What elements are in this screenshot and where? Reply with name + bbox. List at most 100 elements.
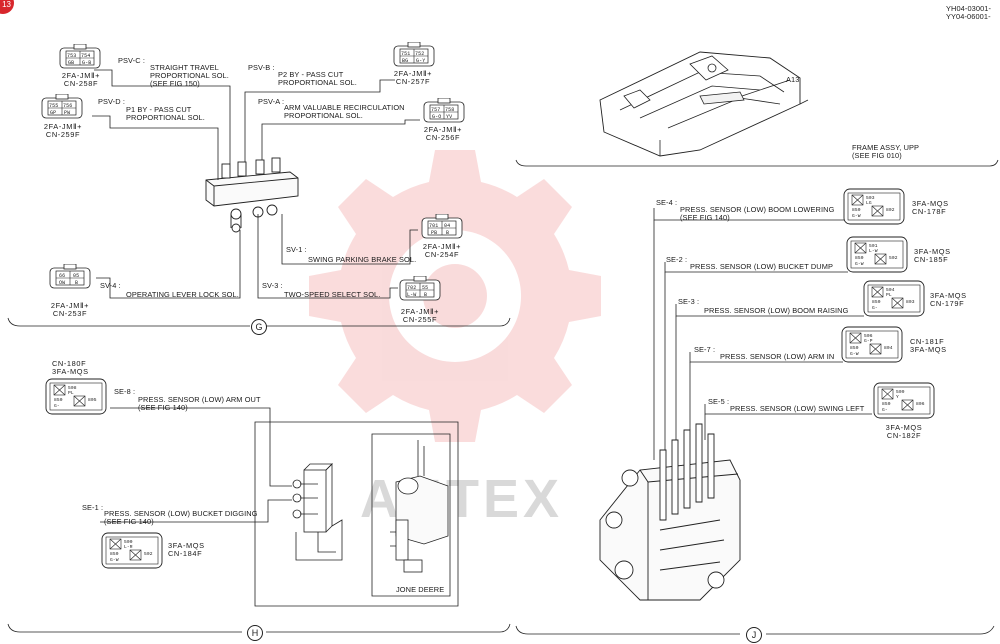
connector-psvc: 753 754 GB G-B: [58, 43, 102, 75]
pin-2: 752: [415, 51, 425, 57]
part-number: 3FA-MQS CN-185F: [914, 247, 951, 264]
pin-3: OW: [59, 280, 66, 286]
sensor-manifold: [292, 463, 343, 561]
pin-4: G-W: [852, 214, 861, 219]
part-number: 2FA-JMⅡ+ CN-255F: [400, 307, 440, 324]
frame-label: FRAME ASSY, UPP (SEE FIG 010): [852, 143, 920, 160]
pin-2: L-W: [869, 249, 878, 254]
pin-1: 500: [124, 540, 133, 545]
pin-3: 850: [110, 552, 119, 557]
pin-1: 753: [67, 53, 77, 59]
part-number: 3FA-MQS CN-184F: [168, 541, 205, 558]
pin-5: 502: [889, 256, 898, 261]
desc-label: PRESS. SENSOR (LOW) BUCKET DUMP: [690, 262, 833, 271]
sensor-connector-icon: [45, 378, 107, 415]
pin-4: B: [75, 280, 79, 286]
pin-1: 755: [49, 103, 59, 109]
watermark-text: AHTEX: [360, 469, 564, 529]
desc-label: P1 BY - PASS CUT PROPORTIONAL SOL.: [126, 105, 205, 122]
pin-3: BG: [402, 58, 409, 64]
doc-code-2: YY04-06001-: [946, 12, 991, 21]
pin-4: G-W: [850, 352, 859, 357]
engine-controller: [390, 440, 449, 573]
pin-4: G-W: [855, 262, 864, 267]
pin-4: B: [446, 230, 450, 236]
page-badge-number: 13: [2, 0, 11, 9]
part-number: 3FA-MQS CN-178F: [912, 199, 949, 216]
solenoid-valve-block: [205, 157, 299, 233]
pin-5: 803: [906, 300, 915, 305]
code-label: PSV-B :: [248, 63, 275, 72]
pin-5: 804: [884, 346, 893, 351]
sensor-connector-icon: [841, 326, 903, 363]
pin-1: 751: [401, 51, 411, 57]
frame-callout: A13: [786, 75, 800, 84]
connector-2pin-icon: [49, 264, 91, 289]
pin-2: PL: [68, 391, 74, 396]
sensor-connector-icon: [843, 188, 905, 225]
part-number: CN-180F 3FA-MQS: [52, 359, 89, 376]
pin-4: G-W: [110, 558, 119, 563]
pin-4: G-: [872, 306, 878, 311]
pin-2: LG: [866, 201, 872, 206]
pin-2: PL: [886, 293, 892, 298]
section-marker-h: H: [247, 625, 263, 641]
pin-3: GP: [50, 110, 57, 116]
desc-label: STRAIGHT TRAVEL PROPORTIONAL SOL. (SEE F…: [150, 63, 229, 88]
code-label: SE-5 :: [708, 397, 730, 406]
desc-label: PRESS. SENSOR (LOW) BOOM RAISING: [704, 306, 849, 315]
pin-3: 850: [852, 208, 861, 213]
sensor-connector-icon: [101, 532, 163, 569]
code-label: PSV-D :: [98, 97, 125, 106]
doc-code-1: YH04-03001-: [946, 4, 992, 13]
pin-1: 757: [431, 107, 441, 113]
pin-1: 509: [896, 390, 905, 395]
part-number: 2FA-JMⅡ+ CN-257F: [393, 69, 433, 86]
code-label: SE-2 :: [666, 255, 688, 264]
pin-3: L-W: [407, 292, 417, 298]
code-label: SE-8 :: [114, 387, 136, 396]
sensor-connector-icon: [873, 382, 935, 419]
desc-label: PRESS. SENSOR (LOW) BUCKET DIGGING (SEE …: [104, 509, 258, 526]
pin-4: G-Y: [416, 58, 426, 64]
desc-label: ARM VALUABLE RECIRCULATION PROPORTIONAL …: [284, 103, 405, 120]
code-label: PSV-C :: [118, 56, 145, 65]
pin-5: 806: [916, 402, 925, 407]
pin-5: 502: [144, 552, 153, 557]
pin-3: 850: [54, 398, 63, 403]
code-label: SE-1 :: [82, 503, 104, 512]
desc-label: PRESS. SENSOR (LOW) SWING LEFT: [730, 404, 865, 413]
desc-label: SWING PARKING BRAKE SOL.: [308, 255, 417, 264]
pin-3: GB: [68, 60, 75, 66]
connector-2pin-icon: [59, 43, 101, 69]
desc-label: PRESS. SENSOR (LOW) ARM IN: [720, 352, 835, 361]
pin-3: 850: [850, 346, 859, 351]
pin-1: 66: [59, 273, 66, 279]
sensor-connector-icon: [863, 280, 925, 317]
pin-3: G-O: [432, 114, 442, 120]
pin-2: Y: [896, 395, 899, 400]
connector-2pin-icon: [421, 214, 463, 239]
pin-5: 802: [886, 208, 895, 213]
pin-4: G-: [882, 408, 888, 413]
pin-1: 702: [407, 285, 417, 291]
pin-3: 850: [872, 300, 881, 305]
part-number: 2FA-JMⅡ+ CN-256F: [423, 125, 463, 142]
pin-5: 805: [88, 398, 97, 403]
pin-2: 758: [445, 107, 455, 113]
code-label: PSV-A :: [258, 97, 285, 106]
main-control-valve: [599, 423, 741, 601]
section-marker-j: J: [746, 627, 762, 643]
desc-label: PRESS. SENSOR (LOW) ARM OUT (SEE FIG 140…: [138, 395, 261, 412]
pin-4: G-: [54, 404, 60, 409]
pin-1: 701: [429, 223, 439, 229]
part-number: 2FA-JMⅡ+ CN-254F: [422, 242, 462, 259]
pin-1: 506: [864, 334, 873, 339]
engine-label: JONE DEERE: [396, 585, 445, 594]
part-number: CN-181F 3FA-MQS: [910, 337, 947, 354]
pin-2: 754: [81, 53, 91, 59]
desc-label: P2 BY - PASS CUT PROPORTIONAL SOL.: [278, 70, 357, 87]
code-label: SE-3 :: [678, 297, 700, 306]
